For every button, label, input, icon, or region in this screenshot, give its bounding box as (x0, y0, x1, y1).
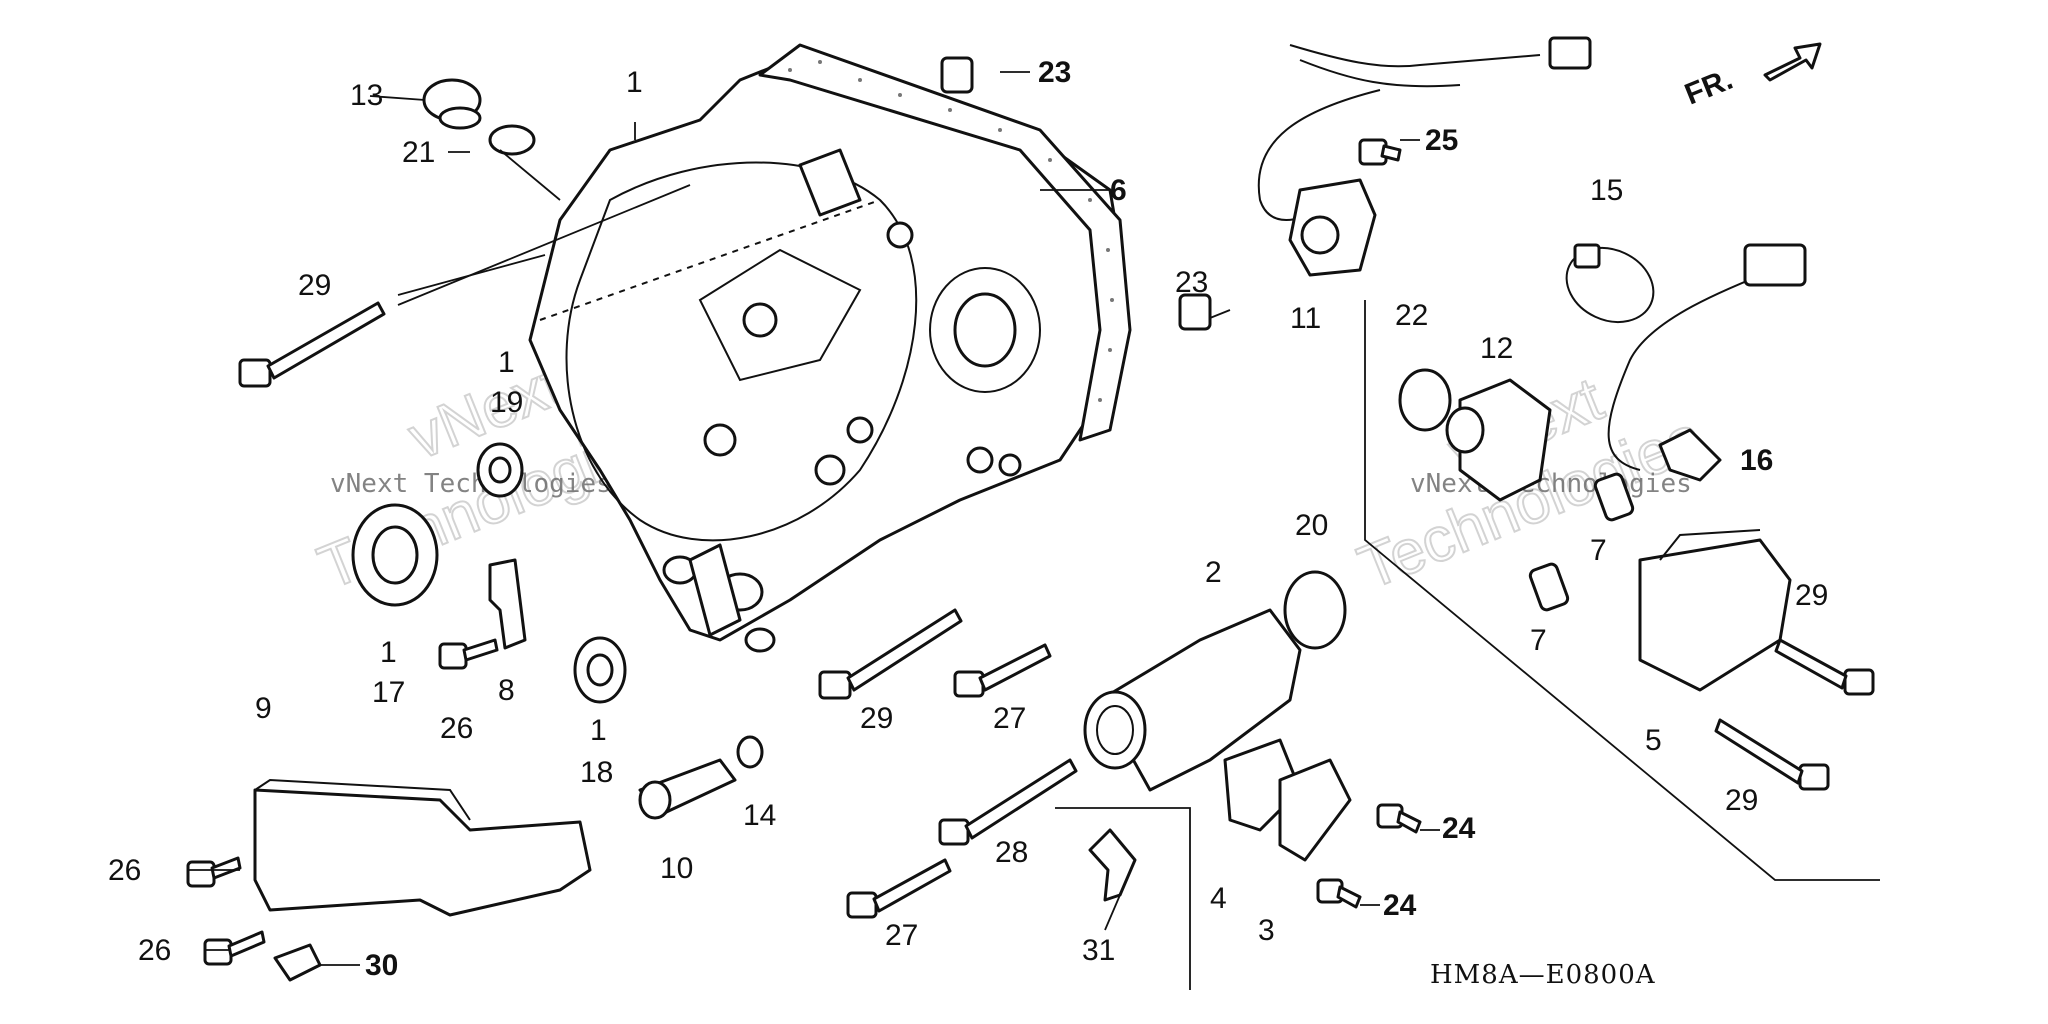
rear-crankcase-cover (528, 58, 1122, 653)
callout-24-upper: 24 (1442, 812, 1476, 845)
sensor-10 (638, 758, 737, 820)
callout-1-lower: 1 (590, 714, 607, 747)
callout-25: 25 (1425, 124, 1458, 157)
leader-lines (188, 71, 1440, 966)
frame-line-right (1364, 300, 1880, 881)
callout-22: 22 (1395, 299, 1428, 332)
clip-30 (273, 943, 322, 982)
bearing-17 (351, 503, 439, 607)
frame-line-lower (1055, 807, 1191, 990)
guard-plate-9 (253, 778, 592, 917)
housing-2 (1083, 608, 1302, 792)
cover-gasket (758, 43, 1132, 442)
callout-10: 10 (660, 852, 693, 885)
callout-6: 6 (1110, 174, 1127, 207)
bolt-29-right-a (1774, 638, 1875, 696)
sensor-12 (1445, 378, 1552, 502)
callout-24-lower: 24 (1383, 889, 1417, 922)
sensor-harness-11 (1257, 36, 1592, 277)
bearing-18 (573, 636, 627, 704)
bolt-28 (938, 758, 1078, 846)
callout-30: 30 (365, 949, 398, 982)
callout-26-lower-a: 26 (108, 854, 141, 887)
plug-and-oring (422, 78, 536, 156)
callout-31: 31 (1082, 934, 1115, 967)
dotted-guide (539, 199, 881, 321)
callout-21: 21 (402, 136, 435, 169)
callout-4: 4 (1210, 882, 1227, 915)
bolt-24-lower (1316, 878, 1362, 909)
callout-11: 11 (1290, 302, 1321, 335)
callout-17: 17 (372, 676, 405, 709)
callout-7-upper: 7 (1590, 534, 1607, 567)
collar-7-upper (1593, 472, 1635, 522)
callout-5: 5 (1645, 724, 1662, 757)
callout-29-right-upper: 29 (1795, 579, 1828, 612)
bolt-29-right-b (1714, 718, 1830, 791)
bolt-24-upper (1376, 803, 1422, 834)
callout-15: 15 (1590, 174, 1623, 207)
front-direction-arrow: FR. (1680, 42, 1822, 112)
callout-12: 12 (1480, 332, 1513, 365)
bolt-26-lower-a (186, 856, 242, 888)
band-clamp-15 (1565, 243, 1655, 323)
callout-23-top: 23 (1038, 56, 1071, 89)
oring-22 (1398, 368, 1452, 432)
dowel-pin-top (940, 56, 974, 94)
callout-20: 20 (1295, 509, 1328, 542)
clamp-8 (488, 558, 527, 650)
callout-16: 16 (1740, 444, 1773, 477)
bolt-26-upper (438, 638, 499, 670)
oring-20 (1283, 570, 1347, 650)
callout-1-lower-left: 1 (380, 636, 397, 669)
callout-27-upper: 27 (993, 702, 1026, 735)
callout-28: 28 (995, 836, 1028, 869)
collar-7-lower (1528, 562, 1570, 612)
flange-bolt-29-left (238, 301, 386, 388)
bolt-26-lower-b (203, 930, 266, 966)
callout-1-mid: 1 (498, 346, 515, 379)
harness-right (1607, 243, 1807, 471)
callout-14: 14 (743, 799, 776, 832)
gasket-3 (1278, 758, 1352, 862)
callout-19: 19 (490, 386, 523, 419)
callout-3: 3 (1258, 914, 1275, 947)
diagram-code: HM8A—E0800A (1430, 960, 1656, 990)
callout-27-lower: 27 (885, 919, 918, 952)
callout-29-right-lower: 29 (1725, 784, 1758, 817)
callout-7-lower: 7 (1530, 624, 1547, 657)
callout-29-mid: 29 (860, 702, 893, 735)
callout-26-lower-b: 26 (138, 934, 171, 967)
watermark-right-small: vNext Technologies (1410, 469, 1692, 499)
callout-labels: 13 21 1 23 6 23 25 11 15 22 12 16 7 7 29… (108, 56, 1828, 982)
callout-2: 2 (1205, 556, 1222, 589)
callout-26-upper: 26 (440, 712, 473, 745)
callout-18: 18 (580, 756, 613, 789)
bolt-27-lower (846, 858, 952, 919)
watermark-left-small: vNext Technologies (330, 469, 612, 499)
dowel-pin-right (1178, 293, 1212, 331)
callout-1-top: 1 (626, 66, 643, 99)
clip-16 (1658, 428, 1722, 482)
callout-23-right: 23 (1175, 266, 1208, 299)
callout-9: 9 (255, 692, 272, 725)
flange-bolt-29-mid (818, 608, 963, 700)
bearing-19 (476, 442, 524, 498)
clip-31 (1088, 828, 1137, 902)
callout-13: 13 (350, 79, 383, 112)
callout-29-left: 29 (298, 269, 331, 302)
washer-14 (736, 735, 764, 769)
callout-8: 8 (498, 674, 515, 707)
bolt-27-upper (953, 643, 1052, 698)
front-marker-label: FR. (1680, 63, 1737, 112)
bracket-5 (1638, 529, 1792, 692)
